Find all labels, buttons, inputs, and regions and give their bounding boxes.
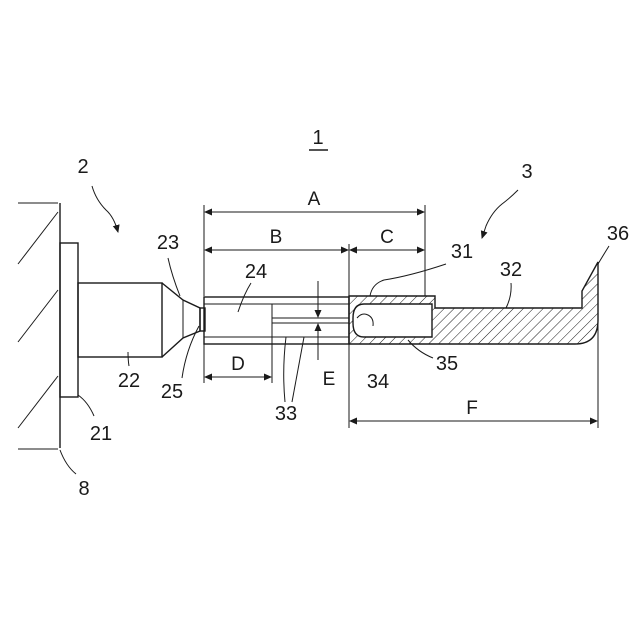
label-bore: 34 <box>367 371 389 393</box>
taper <box>162 283 200 357</box>
callout-23: 23 <box>157 232 180 296</box>
dim-c-label: C <box>380 227 394 248</box>
callout-25: 25 <box>161 326 199 403</box>
label-assembly-2: 2 <box>77 156 88 178</box>
dim-a-label: A <box>308 189 321 210</box>
leader-22 <box>128 352 129 366</box>
label-insert: 24 <box>245 261 267 283</box>
dimension-b: B <box>205 227 349 296</box>
shaft <box>78 283 162 357</box>
leader-31 <box>370 264 446 296</box>
label-assembly-3: 3 <box>521 161 532 183</box>
label-hook: 36 <box>607 223 629 245</box>
label-wires: 33 <box>275 403 297 425</box>
label-rod: 32 <box>500 259 522 281</box>
callout-31: 31 <box>370 241 473 296</box>
callout-36: 36 <box>598 223 629 264</box>
tube-body <box>204 297 349 344</box>
figure-number: 1 <box>309 127 328 150</box>
leader-23 <box>168 258 180 296</box>
label-tip: 25 <box>161 381 183 403</box>
label-wall: 8 <box>78 478 89 500</box>
leader-21 <box>78 395 94 416</box>
callout-8: 8 <box>60 450 90 500</box>
leader-25 <box>182 326 199 378</box>
wall <box>18 203 60 449</box>
assembly-2-arrow <box>92 186 118 232</box>
callout-21: 21 <box>78 395 112 445</box>
assembly-3-arrow <box>482 190 518 238</box>
callout-32: 32 <box>500 259 522 308</box>
leader-36 <box>598 246 609 264</box>
wall-hatch-2 <box>18 290 58 342</box>
leader-8 <box>60 450 76 474</box>
wall-hatch-1 <box>18 212 58 264</box>
callout-35: 35 <box>408 340 458 375</box>
leader-33-left <box>284 337 286 402</box>
dim-f-label: F <box>466 398 478 419</box>
label-flange: 21 <box>90 423 112 445</box>
leader-32 <box>506 283 511 308</box>
dim-b-label: B <box>270 227 283 248</box>
callout-34: 34 <box>367 371 389 393</box>
bore <box>353 304 432 337</box>
leader-33-right <box>292 337 304 402</box>
flange <box>60 243 78 397</box>
label-sleeve: 31 <box>451 241 473 263</box>
dimension-c: C <box>350 227 424 250</box>
dim-e-label: E <box>323 369 336 390</box>
label-shaft: 22 <box>118 370 140 392</box>
label-taper: 23 <box>157 232 179 254</box>
figure-number-text: 1 <box>312 127 323 149</box>
assembly-3-callout: 3 <box>482 161 533 238</box>
label-edge: 35 <box>436 353 458 375</box>
assembly-2-callout: 2 <box>77 156 118 232</box>
wall-hatch-3 <box>18 376 58 428</box>
callout-33: 33 <box>275 337 304 425</box>
dim-d-label: D <box>231 354 245 375</box>
